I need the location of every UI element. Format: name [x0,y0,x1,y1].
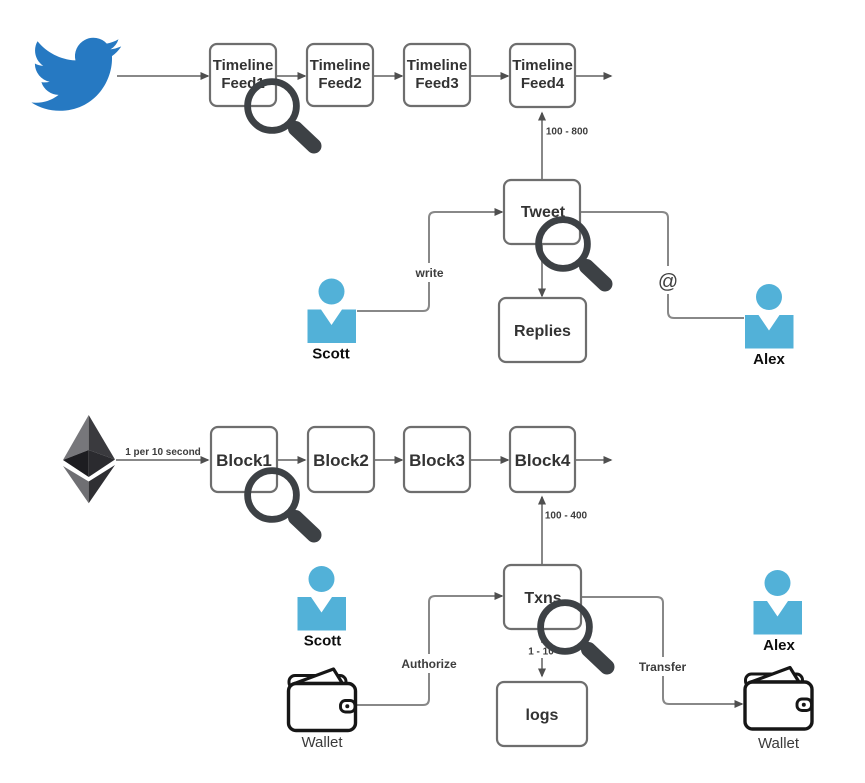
svg-text:Feed2: Feed2 [318,75,361,92]
svg-text:100 - 400: 100 - 400 [545,511,588,522]
svg-text:Timeline: Timeline [512,57,573,74]
svg-text:Scott: Scott [312,346,350,363]
svg-text:100 - 800: 100 - 800 [546,127,589,138]
svg-text:logs: logs [526,707,559,724]
svg-text:Timeline: Timeline [407,57,468,74]
svg-text:Block3: Block3 [409,451,465,470]
svg-text:Feed3: Feed3 [415,75,458,92]
svg-text:Tweet: Tweet [521,204,566,221]
svg-text:1 - 10: 1 - 10 [528,647,554,658]
svg-text:Alex: Alex [753,351,785,368]
svg-text:Block1: Block1 [216,451,272,470]
svg-text:Timeline: Timeline [310,57,371,74]
svg-text:Transfer: Transfer [639,660,687,674]
svg-text:Wallet: Wallet [758,735,800,752]
svg-text:Alex: Alex [763,637,795,654]
svg-text:write: write [414,266,443,280]
svg-text:Block2: Block2 [313,451,369,470]
svg-text:Timeline: Timeline [213,57,274,74]
svg-text:1 per 10 second: 1 per 10 second [125,447,201,458]
svg-text:Wallet: Wallet [301,734,343,751]
svg-text:Block4: Block4 [515,451,571,470]
svg-text:Replies: Replies [514,323,571,340]
svg-text:@: @ [658,271,678,293]
svg-text:Scott: Scott [304,633,342,650]
svg-text:Feed4: Feed4 [521,75,565,92]
svg-text:Authorize: Authorize [401,657,457,671]
